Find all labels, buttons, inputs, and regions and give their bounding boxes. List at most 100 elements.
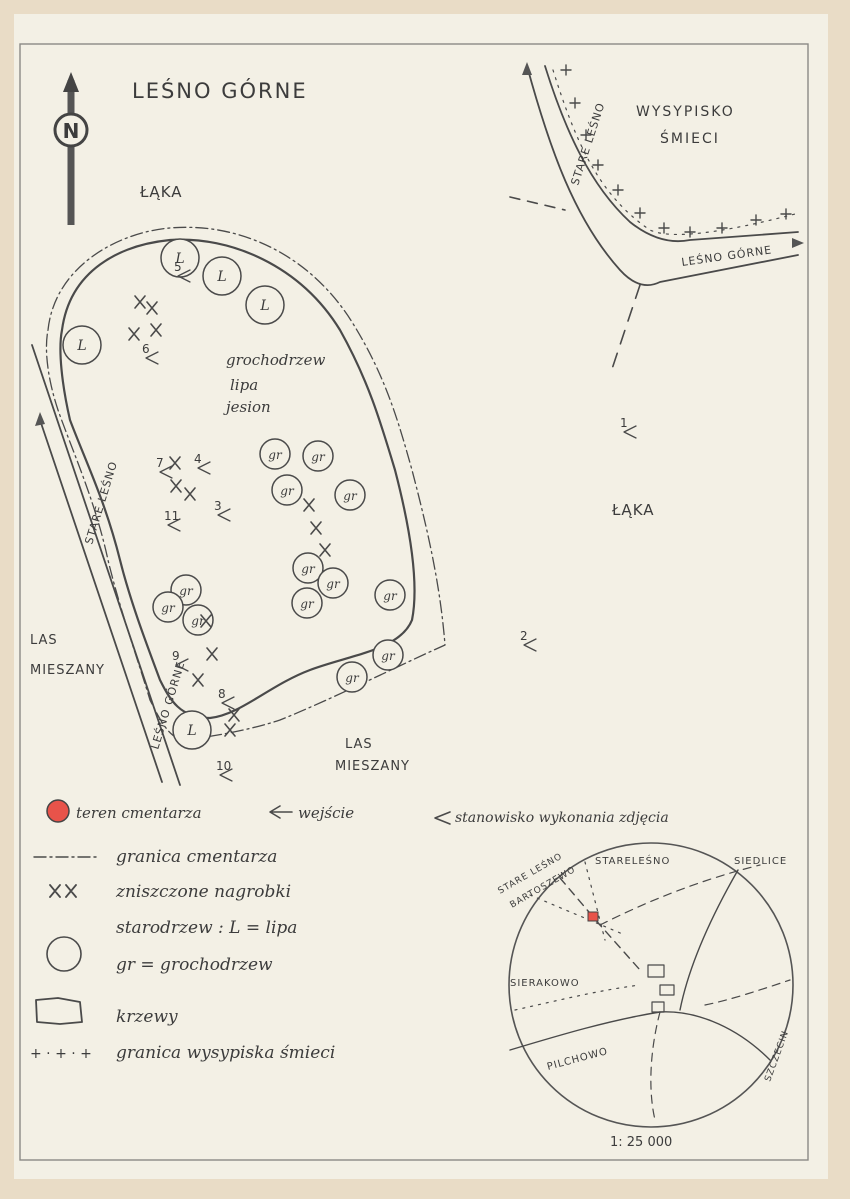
photo-point-icon: 2 bbox=[520, 629, 537, 652]
legend-cemetery-area: teren cmentarza bbox=[76, 804, 202, 822]
photo-point-icon: 1 bbox=[620, 416, 637, 439]
dump-cross-icon bbox=[780, 208, 792, 220]
inset-place-sierakowo: SIERAKOWO bbox=[510, 978, 580, 989]
cemetery-swatch bbox=[46, 799, 70, 823]
dump-cross-icon bbox=[592, 159, 604, 171]
grochodrzew-tree-icon: gr bbox=[317, 567, 349, 599]
tree-mark: gr bbox=[343, 489, 358, 503]
grochodrzew-tree-icon: gr bbox=[302, 440, 334, 472]
photo-point-number: 4 bbox=[194, 452, 202, 466]
tree-mark: L bbox=[76, 338, 86, 354]
destroyed-grave-icon bbox=[192, 673, 204, 687]
label-laka-top: ŁĄKA bbox=[139, 183, 183, 201]
grochodrzew-tree-icon: gr bbox=[372, 639, 404, 671]
photo-point-icon: 11 bbox=[164, 509, 181, 532]
destroyed-grave-icon bbox=[228, 708, 240, 722]
destroyed-grave-icon bbox=[303, 498, 315, 512]
lipa-trees: L L L L L bbox=[62, 238, 285, 750]
dump-cross-icon bbox=[560, 64, 572, 76]
tree-mark: gr bbox=[301, 562, 316, 576]
tree-mark: gr bbox=[191, 614, 206, 628]
grochodrzew-tree-icon: gr bbox=[334, 479, 366, 511]
inset-cemetery-marker bbox=[587, 911, 599, 922]
map-title: LEŚNO GÓRNE bbox=[132, 78, 308, 103]
grochodrzew-tree-icon: gr bbox=[292, 552, 324, 584]
dump-cross-icon bbox=[684, 226, 696, 238]
dump-boundary-crosses bbox=[560, 64, 792, 238]
legend-destroyed: zniszczone nagrobki bbox=[115, 882, 291, 902]
photo-point-number: 7 bbox=[156, 456, 164, 470]
grochodrzew-tree-icon: gr bbox=[336, 661, 368, 693]
legend-boundary: granica cmentarza bbox=[116, 847, 277, 867]
destroyed-grave-icon bbox=[224, 723, 236, 737]
road-junction bbox=[509, 62, 804, 376]
cemetery-area bbox=[45, 226, 446, 741]
grochodrzew-tree-icon: gr bbox=[259, 438, 291, 470]
tree-text-lipa: lipa bbox=[230, 376, 258, 394]
label-las-bottom: LAS bbox=[345, 737, 373, 752]
tree-mark: L bbox=[216, 269, 226, 285]
legend-bushes: krzewy bbox=[116, 1007, 178, 1027]
grochodrzew-tree-icon: gr bbox=[152, 591, 184, 623]
tree-text-jesion: jesion bbox=[223, 398, 271, 416]
legend-entrance: wejście bbox=[298, 804, 354, 822]
destroyed-graves-icon bbox=[49, 884, 77, 898]
destroyed-grave-icon bbox=[128, 327, 140, 341]
photo-point-number: 2 bbox=[520, 629, 528, 643]
north-arrow-icon: N bbox=[53, 72, 89, 225]
grochodrzew-tree-icon: gr bbox=[291, 587, 323, 619]
lipa-tree-icon: L bbox=[245, 285, 285, 325]
map-scale: 1: 25 000 bbox=[610, 1135, 672, 1150]
dump-cross-icon bbox=[569, 97, 581, 109]
legend-dump-boundary: granica wysypiska śmieci bbox=[116, 1043, 335, 1063]
lipa-tree-icon: L bbox=[172, 710, 212, 750]
grochodrzew-tree-icon: gr bbox=[182, 604, 214, 636]
photo-point-icon: 7 bbox=[156, 456, 173, 479]
tree-mark: L bbox=[259, 298, 269, 314]
north-letter: N bbox=[63, 119, 80, 143]
tree-mark: gr bbox=[161, 601, 176, 615]
label-las-left: LAS bbox=[30, 633, 58, 648]
destroyed-grave-icon bbox=[170, 479, 182, 493]
photo-spot-icon bbox=[434, 811, 451, 825]
photo-point-icon: 10 bbox=[216, 759, 233, 782]
label-laka-right: ŁĄKA bbox=[611, 501, 655, 519]
photo-point-icon: 4 bbox=[194, 452, 211, 475]
legend: teren cmentarza wejście stanowisko wykon… bbox=[30, 799, 669, 1063]
dump-cross-icon bbox=[580, 129, 592, 141]
tree-mark: L bbox=[174, 251, 184, 267]
destroyed-grave-icon bbox=[206, 647, 218, 661]
tree-mark: gr bbox=[383, 589, 398, 603]
photo-point-icon: 8 bbox=[218, 687, 235, 710]
left-road bbox=[31, 344, 181, 786]
dump-cross-icon bbox=[634, 207, 646, 219]
dump-cross-icon bbox=[658, 222, 670, 234]
label-smieci: ŚMIECI bbox=[660, 129, 720, 147]
photo-point-icon: 3 bbox=[214, 499, 231, 522]
legend-old-trees: starodrzew : L = lipa bbox=[116, 918, 297, 938]
map-frame bbox=[19, 43, 809, 1161]
photo-point-number: 1 bbox=[620, 416, 628, 430]
photo-points: 1 2 3 4 5 6 7 8 9 10 11 bbox=[142, 260, 637, 782]
lipa-tree-icon: L bbox=[62, 325, 102, 365]
photo-point-number: 8 bbox=[218, 687, 226, 701]
destroyed-grave-icon bbox=[150, 323, 162, 337]
tree-mark: gr bbox=[326, 577, 341, 591]
photo-point-icon: 9 bbox=[172, 649, 189, 672]
photo-point-number: 6 bbox=[142, 342, 150, 356]
destroyed-grave-icon bbox=[200, 614, 212, 628]
dump-symbol: + · + · + bbox=[30, 1046, 92, 1062]
dump-cross-icon bbox=[750, 214, 762, 226]
dump-cross-icon bbox=[716, 222, 728, 234]
destroyed-grave-icon bbox=[319, 543, 331, 557]
tree-mark: gr bbox=[280, 484, 295, 498]
label-mieszany-bottom: MIESZANY bbox=[335, 759, 410, 774]
tree-mark: L bbox=[186, 723, 196, 739]
photo-point-icon: 5 bbox=[174, 260, 191, 283]
legend-gr: gr = grochodrzew bbox=[116, 955, 273, 975]
destroyed-grave-icon bbox=[146, 301, 158, 315]
legend-photo-spot: stanowisko wykonania zdjęcia bbox=[455, 810, 669, 826]
inset-place-siedlice: SIEDLICE bbox=[734, 856, 787, 867]
